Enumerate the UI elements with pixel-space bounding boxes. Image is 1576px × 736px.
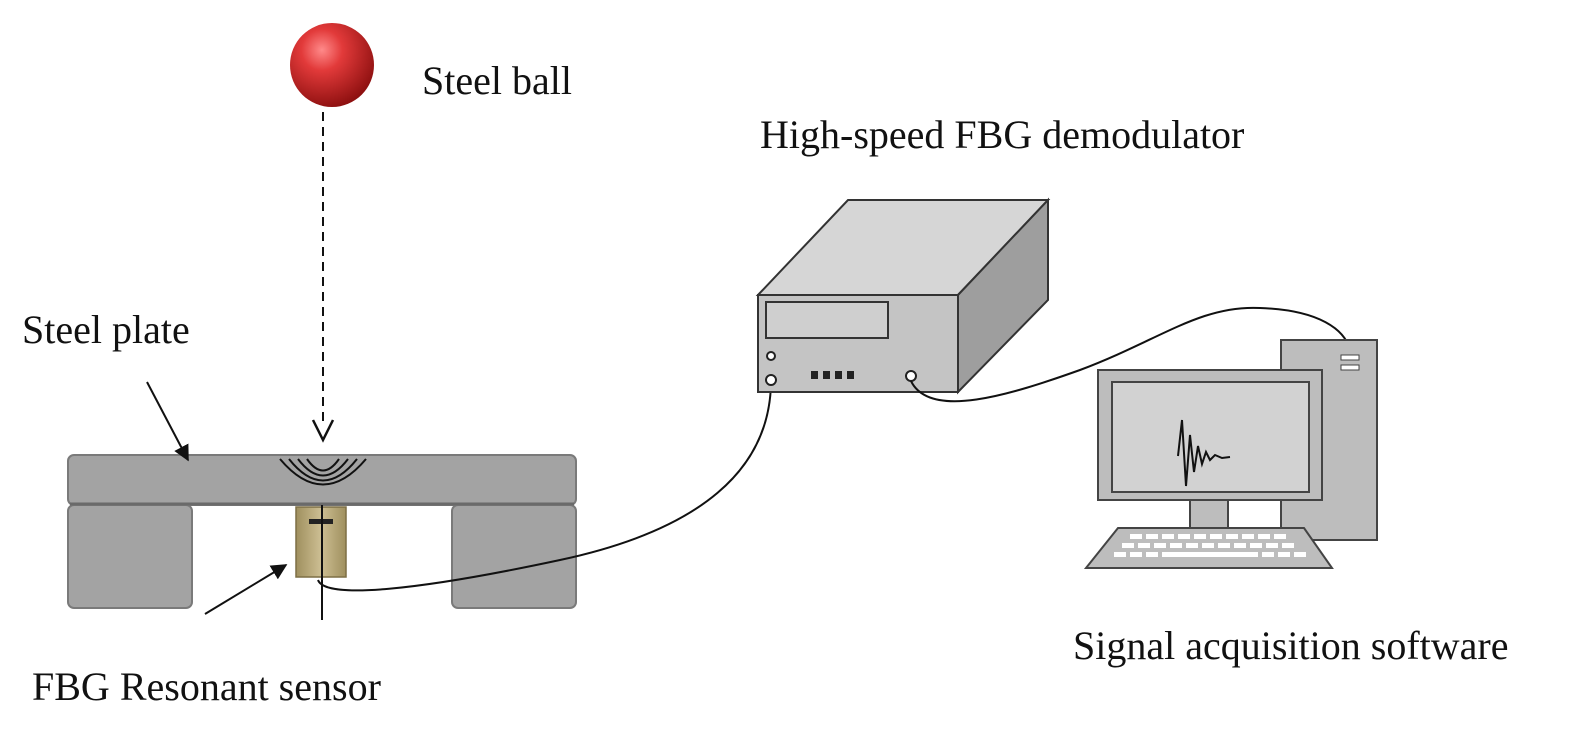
steel-ball-label: Steel ball: [422, 58, 572, 103]
sensor-label: FBG Resonant sensor: [32, 664, 381, 709]
fiber-cable-sensor-to-demodulator: [317, 381, 772, 592]
fbg-demodulator-device: [755, 197, 1051, 395]
sensor-pointer-arrow: [204, 564, 288, 615]
waveform-icon: [1177, 419, 1231, 487]
steel-plate-label: Steel plate: [22, 307, 190, 352]
demodulator-port-right-icon: [905, 370, 917, 382]
drop-path-arrow: [311, 112, 335, 443]
monitor-screen: [1111, 381, 1310, 493]
demodulator-display: [765, 301, 889, 339]
demodulator-knob-icon: [766, 351, 776, 361]
demodulator-port-left-icon: [765, 374, 777, 386]
software-label: Signal acquisition software: [1073, 623, 1509, 668]
computer-workstation: [1083, 339, 1378, 569]
steel-plate-pointer-arrow: [146, 381, 189, 462]
impact-wave-arcs: [279, 458, 367, 486]
demodulator-label: High-speed FBG demodulator: [760, 112, 1245, 157]
steel-ball: [290, 23, 374, 107]
cable-demodulator-to-computer: [910, 306, 1351, 403]
fbg-resonant-sensor: [295, 505, 347, 620]
